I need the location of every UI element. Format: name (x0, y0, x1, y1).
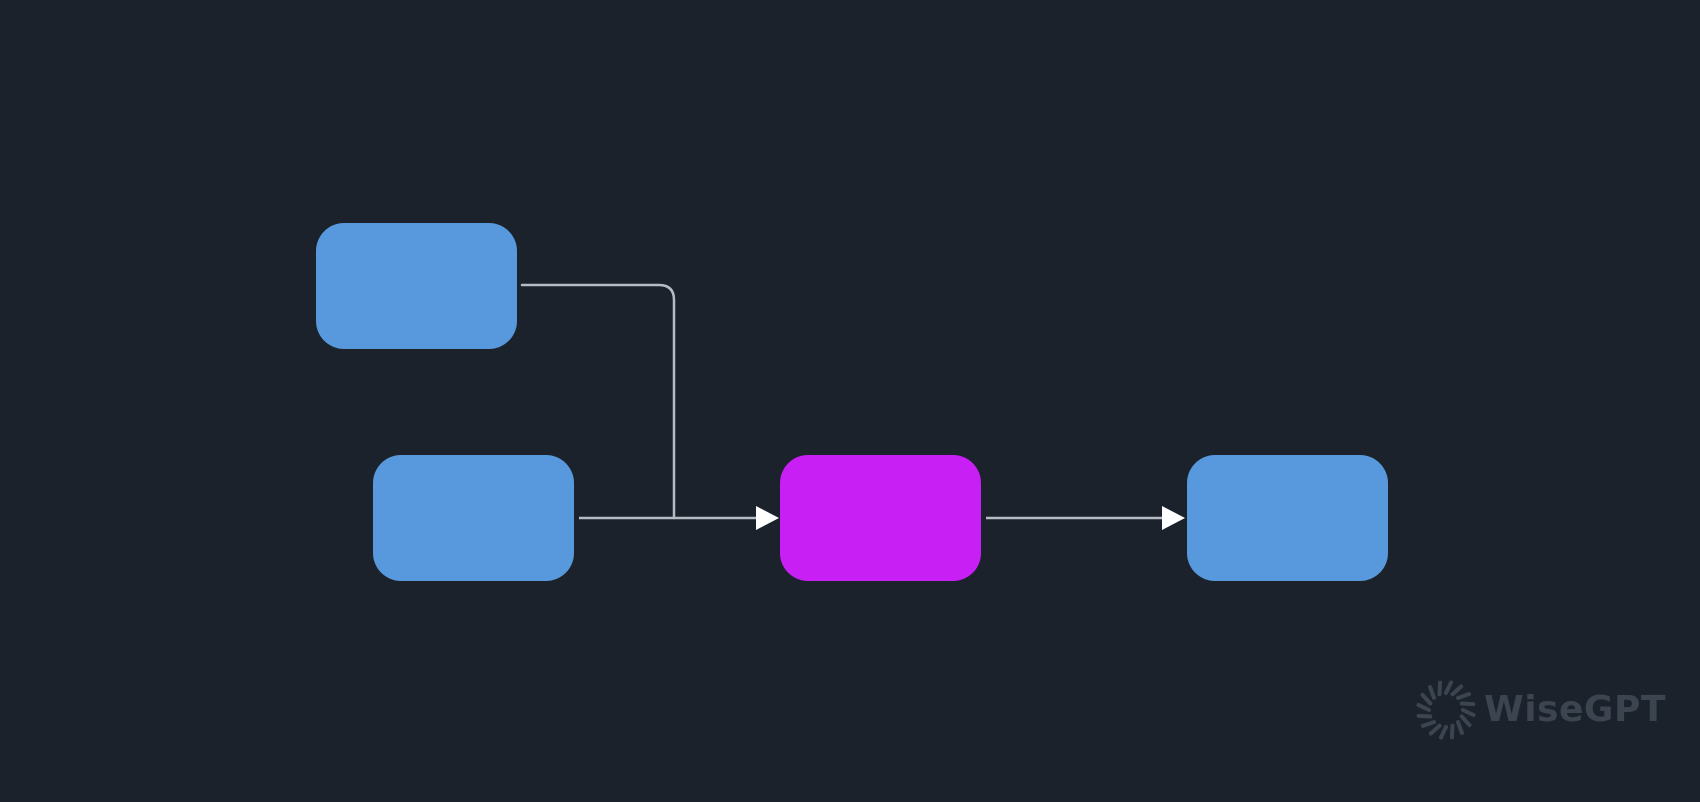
logo-ray (1459, 701, 1476, 707)
logo-ray (1420, 692, 1433, 706)
watermark-text: WiseGPT (1484, 689, 1666, 730)
arrowhead-into-center (756, 506, 779, 530)
logo-ray (1459, 714, 1472, 728)
wisegpt-logo-icon (1416, 680, 1476, 740)
source-node-bottom (373, 455, 574, 581)
logo-ray (1416, 713, 1433, 719)
source-node-top (316, 223, 517, 349)
logo-ray (1428, 684, 1436, 700)
logo-ray (1449, 723, 1455, 740)
logo-ray (1420, 720, 1436, 728)
connector-source-top-to-center (520, 283, 676, 520)
logo-ray (1444, 680, 1454, 695)
watermark: WiseGPT (1414, 678, 1666, 742)
logo-ray (1456, 720, 1464, 736)
logo-ray (1456, 692, 1472, 700)
logo-ray (1461, 708, 1476, 718)
logo-ray (1437, 680, 1443, 697)
logo-ray (1450, 684, 1464, 697)
arrowhead-into-target (1162, 506, 1185, 530)
logo-ray (1416, 702, 1431, 712)
logo-ray (1438, 725, 1448, 740)
central-node (780, 455, 981, 581)
target-node (1187, 455, 1388, 581)
logo-ray (1428, 723, 1442, 736)
